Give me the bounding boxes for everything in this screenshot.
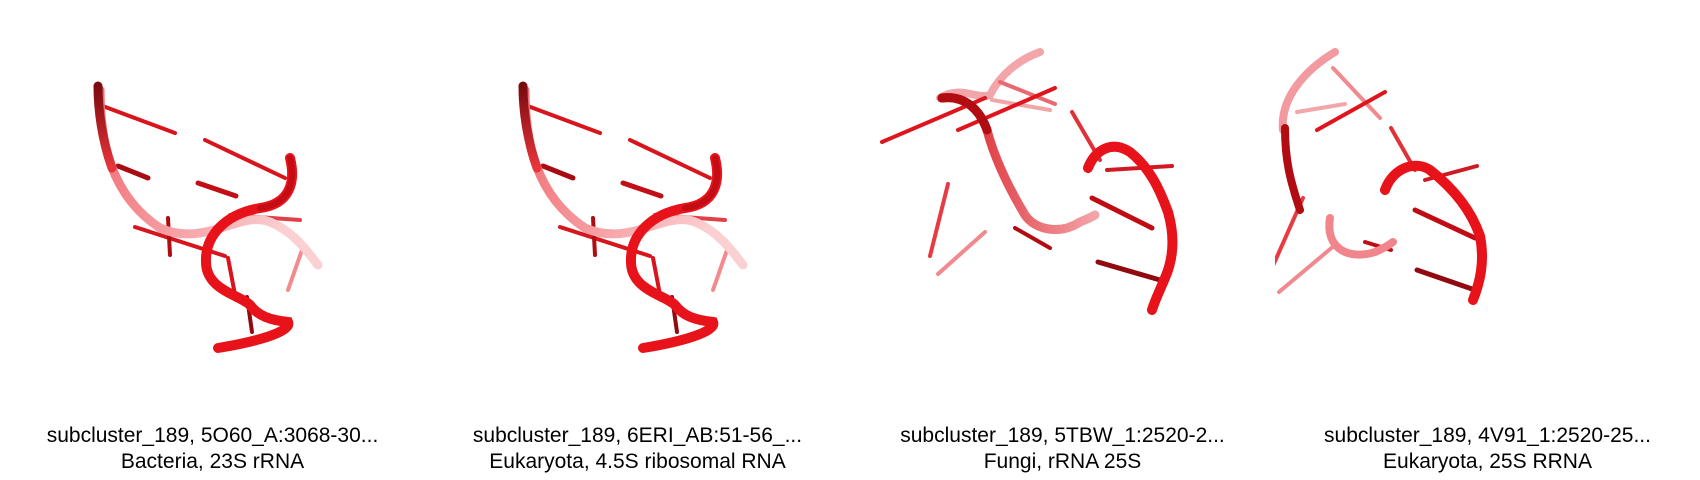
structure-panel-4: subcluster_189, 4V91_1:2520-25... Eukary…	[1275, 0, 1700, 480]
panel-title: subcluster_189, 4V91_1:2520-25...	[1324, 424, 1651, 447]
panel-subtitle: Fungi, rRNA 25S	[983, 450, 1142, 473]
structure-panel-1: subcluster_189, 5O60_A:3068-30... Bacter…	[0, 0, 425, 480]
panel-title: subcluster_189, 6ERI_AB:51-56_...	[472, 424, 803, 447]
panel-title: subcluster_189, 5TBW_1:2520-2...	[900, 424, 1225, 447]
rna-structure-render-3	[880, 48, 1178, 315]
rna-structure-render-1	[93, 81, 323, 353]
structure-panel-3: subcluster_189, 5TBW_1:2520-2... Fungi, …	[850, 0, 1275, 480]
panel-title: subcluster_189, 5O60_A:3068-30...	[46, 424, 379, 447]
rna-structure-render-2	[518, 81, 748, 353]
rna-structure-render-4	[1275, 48, 1487, 305]
panel-subtitle: Eukaryota, 25S RRNA	[1383, 450, 1592, 473]
panel-subtitle: Eukaryota, 4.5S ribosomal RNA	[489, 450, 786, 473]
panel-subtitle: Bacteria, 23S rRNA	[120, 450, 305, 473]
structure-panel-2: subcluster_189, 6ERI_AB:51-56_... Eukary…	[425, 0, 850, 480]
